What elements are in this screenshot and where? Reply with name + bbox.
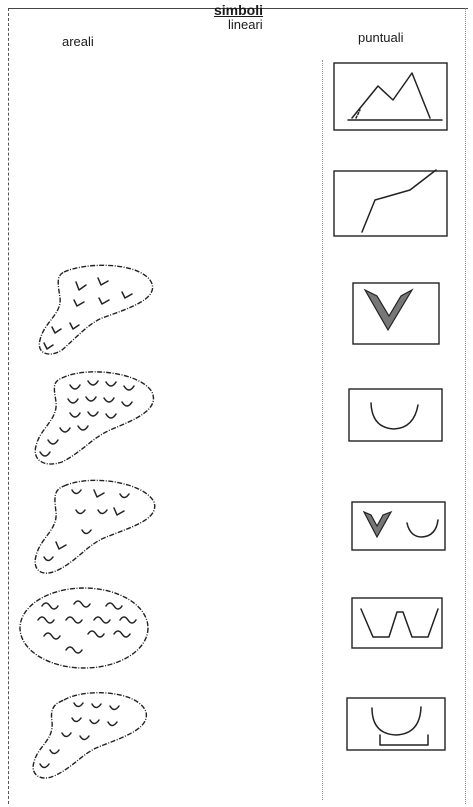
peak-with-baseline-icon — [334, 63, 447, 130]
rising-slope-icon — [334, 170, 447, 236]
area-with-arcs-and-checks-icon — [35, 480, 155, 573]
filled-v-depression-icon — [353, 283, 439, 344]
oval-with-waves-icon — [20, 588, 148, 668]
area-with-small-arcs-icon — [33, 693, 146, 778]
area-with-arcs-icon — [35, 372, 153, 464]
v-and-arc-icon — [352, 502, 445, 550]
arc-in-frame-icon — [347, 698, 445, 750]
area-with-check-marks-icon — [39, 265, 152, 354]
semicircle-hollow-icon — [349, 389, 442, 441]
trapezoid-basins-icon — [352, 598, 442, 648]
